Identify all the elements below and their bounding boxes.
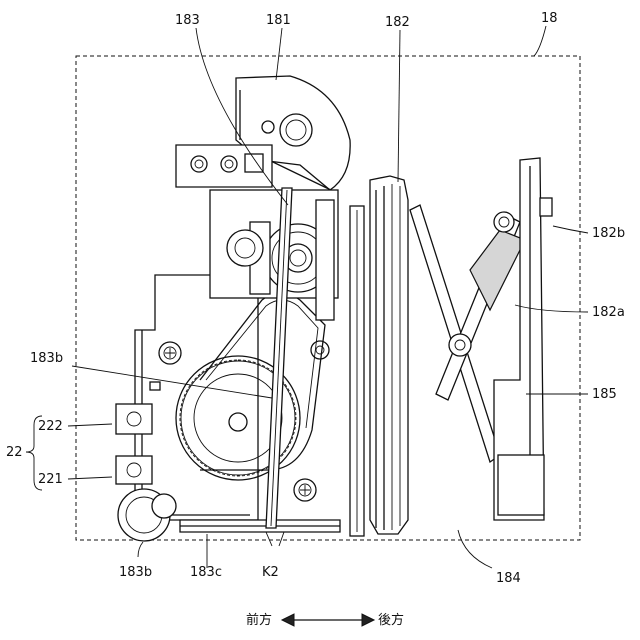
direction-front-label: 前方: [246, 612, 272, 628]
base-housing: [135, 262, 340, 532]
bracket-plate: [176, 145, 272, 187]
plate-182: [350, 176, 408, 536]
label-183b-upper: 183b: [30, 351, 63, 366]
label-182b: 182b: [592, 226, 625, 241]
label-181: 181: [266, 13, 291, 28]
arrow-left-head: [282, 614, 294, 626]
direction-indicator: 前方 後方: [246, 612, 404, 628]
label-184: 184: [496, 571, 521, 586]
label-k2: K2: [262, 565, 279, 580]
label-182: 182: [385, 15, 410, 30]
label-221: 221: [38, 472, 63, 487]
label-183: 183: [175, 13, 200, 28]
label-182a: 182a: [592, 305, 625, 320]
roller-183b: [118, 489, 176, 541]
label-22: 22: [6, 445, 23, 460]
arrow-right-head: [362, 614, 374, 626]
label-183c: 183c: [190, 565, 222, 580]
label-185: 185: [592, 387, 617, 402]
label-183b-lower: 183b: [119, 565, 152, 580]
direction-back-label: 後方: [378, 612, 404, 628]
label-18: 18: [541, 11, 558, 26]
label-222: 222: [38, 419, 63, 434]
